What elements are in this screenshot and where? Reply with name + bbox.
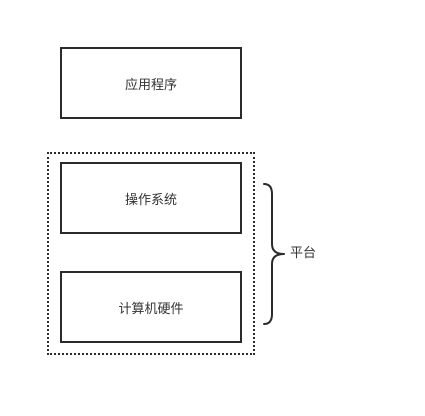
operating-system-box: 操作系统 <box>60 162 242 234</box>
platform-label: 平台 <box>290 246 317 261</box>
hardware-box: 计算机硬件 <box>60 271 242 343</box>
hardware-label: 计算机硬件 <box>118 301 184 317</box>
platform-group-dotted-outline <box>47 152 255 355</box>
curly-brace-icon <box>263 183 285 325</box>
application-box: 应用程序 <box>60 47 242 119</box>
operating-system-label: 操作系统 <box>124 192 177 208</box>
application-label: 应用程序 <box>124 77 177 93</box>
